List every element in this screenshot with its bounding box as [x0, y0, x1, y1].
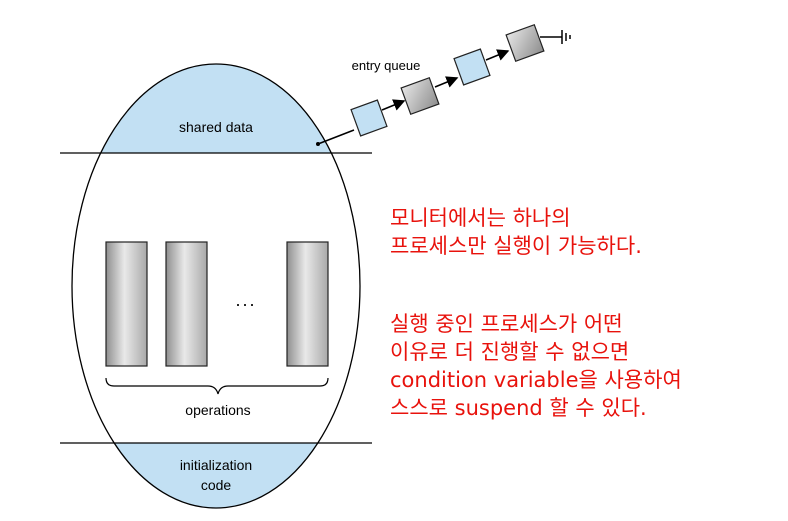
- operation-box: [105, 241, 148, 367]
- note-condition-variable: 실행 중인 프로세스가 어떤 이유로 더 진행할 수 없으면 condition…: [390, 310, 682, 422]
- null-terminator-icon: [540, 30, 571, 44]
- entry-queue: entry queue: [316, 23, 571, 146]
- operations-label: operations: [185, 402, 250, 418]
- operations-group: ... operations: [105, 241, 329, 418]
- note-line: 스스로 suspend 할 수 있다.: [390, 396, 647, 420]
- operation-box: [286, 241, 329, 367]
- note-line: condition variable을 사용하여: [390, 368, 682, 392]
- queue-process-4: [505, 23, 545, 63]
- note-line: 실행 중인 프로세스가 어떤: [390, 312, 623, 336]
- note-line: 모니터에서는 하나의: [390, 206, 571, 230]
- code-label: code: [201, 477, 232, 493]
- queue-process-3: [453, 48, 491, 86]
- note-single-process: 모니터에서는 하나의 프로세스만 실행이 가능하다.: [390, 204, 642, 260]
- queue-process-2: [400, 76, 440, 116]
- queue-process-1: [350, 99, 388, 137]
- operations-brace: [105, 377, 329, 395]
- initialization-label: initialization: [180, 457, 252, 473]
- operations-ellipsis: ...: [235, 290, 256, 310]
- shared-data-label: shared data: [179, 119, 253, 135]
- operation-box: [165, 241, 208, 367]
- note-line: 이유로 더 진행할 수 없으면: [390, 340, 630, 364]
- note-line: 프로세스만 실행이 가능하다.: [390, 234, 642, 258]
- entry-queue-label: entry queue: [352, 58, 421, 73]
